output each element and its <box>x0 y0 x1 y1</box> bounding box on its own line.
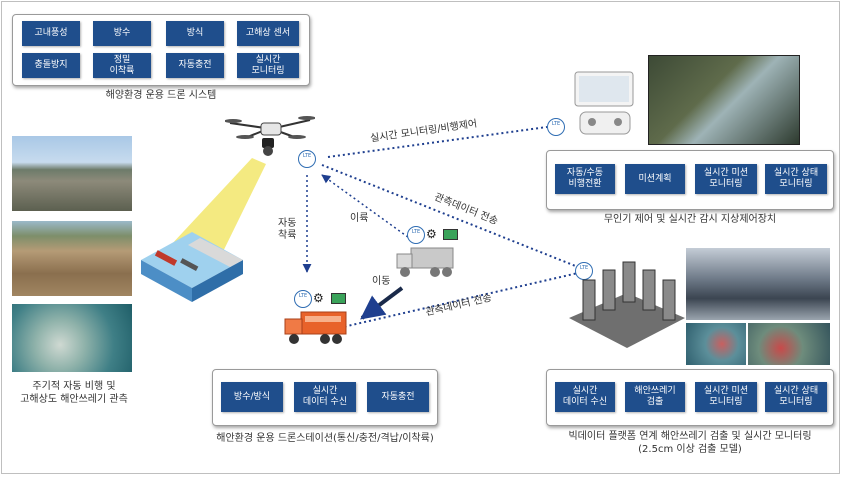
controller-icon <box>574 71 634 135</box>
bigdata-detection-button: 해안쓰레기 검출 <box>625 382 685 412</box>
station-data-receive-button: 실시간 데이터 수신 <box>294 382 356 412</box>
beach-photo-2 <box>12 221 132 296</box>
link-takeoff <box>321 174 413 241</box>
detection-photo-1 <box>686 323 746 365</box>
station-auto-charge-button: 자동충전 <box>367 382 429 412</box>
feature-wind-resistance: 고내풍성 <box>22 21 80 46</box>
feature-hires-sensor: 고해상 센서 <box>237 21 299 46</box>
harbor-map <box>141 232 243 302</box>
link-monitor-control <box>327 126 548 158</box>
server-rack-icon <box>569 261 685 348</box>
auto-landing-label: 자동 착륙 <box>278 218 297 241</box>
lte-badge-label: LTE <box>302 153 312 159</box>
feature-realtime-monitoring: 실시간 모니터링 <box>237 53 299 78</box>
station-battery-icon <box>331 293 346 304</box>
bigdata-status-monitor-button: 실시간 상태 모니터링 <box>765 382 827 412</box>
gcs-screen <box>648 55 800 145</box>
truck-gray-lte-label: LTE <box>411 229 421 235</box>
gcs-mission-monitor-button: 실시간 미션 모니터링 <box>695 164 757 194</box>
station-lte-label: LTE <box>298 293 308 299</box>
station-settings-icon: ⚙ <box>313 291 324 305</box>
station-lte-badge: LTE <box>294 290 312 308</box>
truck-gray-icon <box>396 247 454 277</box>
control-room-photo <box>686 248 830 320</box>
feature-auto-charging: 자동충전 <box>166 53 224 78</box>
station-panel: 방수/방식 실시간 데이터 수신 자동충전 <box>212 369 438 426</box>
link-data-transfer-1 <box>321 164 579 268</box>
gcs-status-monitor-button: 실시간 상태 모니터링 <box>765 164 827 194</box>
truck-gray-battery-icon <box>443 229 458 240</box>
lte-badge-icon: LTE <box>298 150 316 168</box>
bigdata-data-receive-button: 실시간 데이터 수신 <box>555 382 615 412</box>
gcs-lte-badge: LTE <box>547 118 565 136</box>
gcs-caption: 무인기 제어 및 실시간 감시 지상제어장치 <box>603 214 777 225</box>
detection-photo-2 <box>748 323 830 365</box>
drone-system-panel: 고내풍성 방수 방식 고해상 센서 충돌방지 정밀 이착륙 자동충전 실시간 모… <box>12 14 310 86</box>
gcs-mission-plan-button: 미션계획 <box>625 164 685 194</box>
truck-gray-lte-badge: LTE <box>407 226 425 244</box>
truck-gray-settings-icon: ⚙ <box>426 227 437 241</box>
feature-collision-avoidance: 충돌방지 <box>22 53 80 78</box>
move-label: 이동 <box>372 276 391 287</box>
drone-system-caption: 해양환경 운용 드론 시스템 <box>105 90 217 101</box>
takeoff-label: 이륙 <box>350 213 369 224</box>
arrow-move <box>360 286 404 320</box>
drone-icon <box>225 116 315 156</box>
station-waterproof-button: 방수/방식 <box>221 382 283 412</box>
patrol-caption: 주기적 자동 비행 및 고해상도 해안쓰레기 관측 <box>20 381 128 405</box>
gcs-manual-auto-button: 자동/수동 비행전환 <box>555 164 615 194</box>
gcs-lte-label: LTE <box>551 121 561 127</box>
beach-photo-1 <box>12 136 132 211</box>
beach-photo-3 <box>12 304 132 372</box>
feature-anticorrosion: 방식 <box>166 21 224 46</box>
truck-icon <box>284 311 347 344</box>
feature-precision-landing: 정밀 이착륙 <box>93 53 151 78</box>
bigdata-lte-label: LTE <box>579 265 589 271</box>
feature-waterproof: 방수 <box>93 21 151 46</box>
bigdata-mission-monitor-button: 실시간 미션 모니터링 <box>695 382 757 412</box>
gcs-panel: 자동/수동 비행전환 미션계획 실시간 미션 모니터링 실시간 상태 모니터링 <box>546 150 834 210</box>
bigdata-caption: 빅데이터 플랫폼 연계 해안쓰레기 검출 및 실시간 모니터링 (2.5cm 이… <box>568 431 812 455</box>
bigdata-panel: 실시간 데이터 수신 해안쓰레기 검출 실시간 미션 모니터링 실시간 상태 모… <box>546 369 834 426</box>
station-caption: 해안환경 운용 드론스테이션(통신/충전/격납/이착륙) <box>216 433 434 444</box>
